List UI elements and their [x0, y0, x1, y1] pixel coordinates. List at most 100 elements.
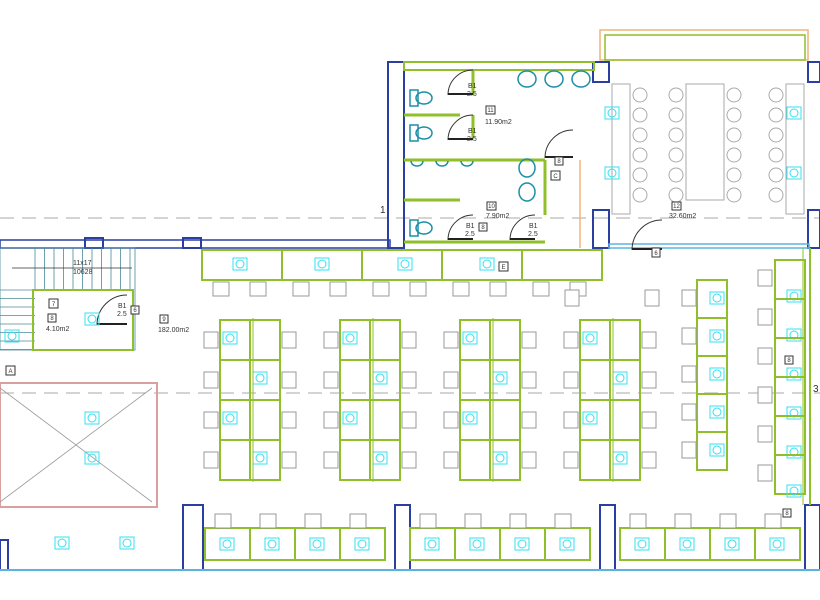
- tag-text: E: [501, 265, 505, 271]
- ceiling-light-icon: [604, 166, 620, 180]
- chair-icon: [532, 281, 550, 297]
- sink-icon: [518, 182, 536, 202]
- chair-icon: [668, 167, 684, 183]
- chair-icon: [641, 411, 657, 429]
- chair-icon: [681, 365, 697, 383]
- tag-6b: 6: [130, 305, 140, 315]
- chair-icon: [668, 127, 684, 143]
- window-wall: [0, 239, 391, 249]
- ceiling-light-icon: [679, 537, 695, 551]
- chair-icon: [632, 147, 648, 163]
- ceiling-light-icon: [585, 413, 595, 423]
- ceiling-light-icon: [495, 373, 505, 383]
- ceiling-light-icon: [235, 259, 245, 269]
- chair-icon: [768, 127, 784, 143]
- staircase: [0, 247, 136, 351]
- chair-icon: [726, 187, 742, 203]
- wall-column: [804, 504, 820, 571]
- chair-icon: [304, 513, 322, 529]
- wall-column: [807, 209, 820, 249]
- door-swing: [544, 129, 574, 159]
- chair-icon: [401, 451, 417, 469]
- desk: [489, 319, 521, 361]
- door-type: B1: [466, 223, 475, 230]
- door-size: 2.5: [117, 311, 127, 318]
- chair-icon: [401, 411, 417, 429]
- desk: [369, 359, 401, 401]
- ceiling-light-icon: [462, 411, 478, 425]
- ceiling-light-icon: [375, 373, 385, 383]
- grid-marker-1: 1: [380, 205, 386, 216]
- void-diagonal: [0, 387, 153, 503]
- ceiling-light-icon: [357, 539, 367, 549]
- desk: [696, 393, 728, 433]
- ceiling-light-icon: [604, 106, 620, 120]
- chair-icon: [564, 289, 580, 307]
- door-type: B1: [468, 83, 477, 90]
- toilet-icon: [409, 219, 419, 237]
- chair-icon: [674, 513, 692, 529]
- ceiling-light-icon: [400, 259, 410, 269]
- ceiling-light-icon: [786, 289, 802, 303]
- chair-icon: [329, 281, 347, 297]
- tag-8b: 8: [784, 355, 794, 365]
- ceiling-light-icon: [786, 367, 802, 381]
- desk: [339, 319, 371, 361]
- desk: [696, 317, 728, 357]
- desk: [619, 527, 666, 561]
- chair-icon: [681, 403, 697, 421]
- chair-icon: [323, 371, 339, 389]
- ceiling-light-icon: [724, 537, 740, 551]
- toilet-icon: [415, 91, 433, 105]
- ceiling-light-icon: [424, 537, 440, 551]
- ceiling-light-icon: [709, 329, 725, 343]
- chair-icon: [668, 87, 684, 103]
- desk: [369, 319, 401, 361]
- chair-icon: [681, 289, 697, 307]
- chair-icon: [632, 187, 648, 203]
- ceiling-light-icon: [786, 166, 802, 180]
- chair-icon: [757, 386, 773, 404]
- ceiling-light-icon: [84, 411, 100, 425]
- chair-icon: [259, 513, 277, 529]
- door-tag: B12.5: [467, 128, 477, 143]
- desk: [249, 319, 281, 361]
- reference-tags: A C E 6 6 7 8 8 8 8: [5, 156, 794, 518]
- desk: [361, 249, 443, 281]
- ceiling-light-icon: [562, 539, 572, 549]
- ceiling-light-icon: [345, 333, 355, 343]
- ceiling-light-icon: [789, 486, 799, 496]
- chair-icon: [632, 127, 648, 143]
- sink-icon: [544, 70, 564, 88]
- desk: [696, 431, 728, 471]
- chair-icon: [563, 451, 579, 469]
- door-type: B1: [468, 128, 477, 135]
- room-area: 11.90m2: [485, 119, 512, 126]
- ceiling-light-icon: [585, 333, 595, 343]
- room-label-11: 11 11.90m2: [485, 105, 512, 126]
- chair-icon: [719, 513, 737, 529]
- chair-icon: [764, 513, 782, 529]
- chair-icon: [281, 411, 297, 429]
- chair-icon: [281, 371, 297, 389]
- desk: [696, 279, 728, 319]
- chair-icon: [452, 281, 470, 297]
- ceiling-light-icon: [317, 259, 327, 269]
- chair-icon: [726, 167, 742, 183]
- ceiling-light-icon: [345, 413, 355, 423]
- desk: [219, 319, 251, 361]
- ceiling-light-icon: [4, 329, 20, 343]
- urinal-icon: [460, 160, 474, 167]
- meeting-table: [685, 83, 725, 201]
- room-number-tag: 12: [671, 201, 682, 211]
- ceiling-light-icon: [682, 539, 692, 549]
- desk: [774, 454, 806, 495]
- desk: [609, 399, 641, 441]
- chair-icon: [464, 513, 482, 529]
- desk: [339, 359, 371, 401]
- ceiling-light-icon: [465, 333, 475, 343]
- desk: [201, 249, 283, 281]
- chair-icon: [757, 347, 773, 365]
- ceiling-light-icon: [514, 537, 530, 551]
- door-swing: [447, 69, 474, 96]
